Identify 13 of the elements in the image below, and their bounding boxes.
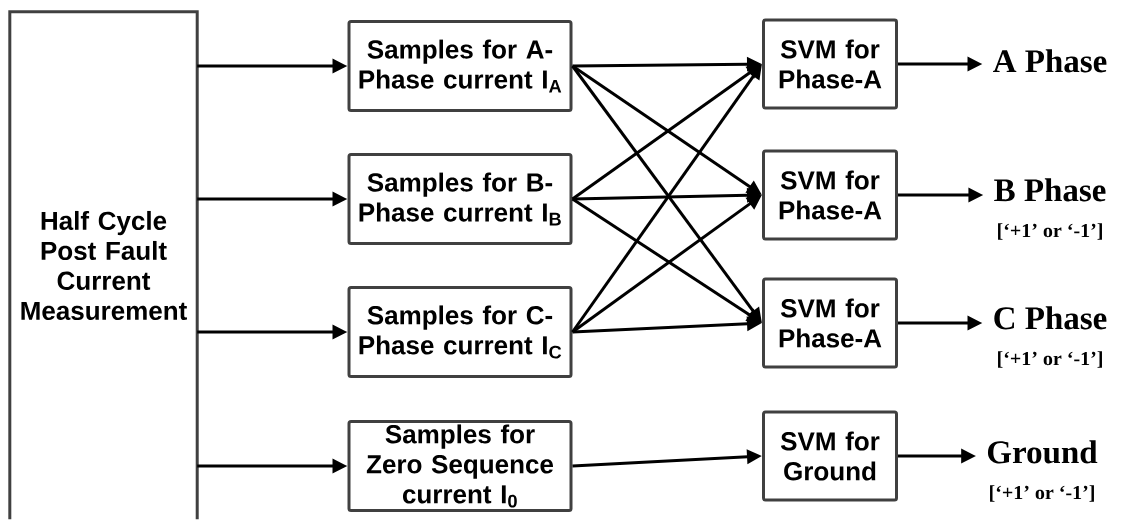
output-label: B Phase [‘+1’ or ‘-1’] — [994, 178, 1106, 240]
process-box: SVM for Phase-A — [762, 149, 898, 241]
output-label: A Phase — [993, 49, 1107, 73]
process-box: SVM for Phase-A — [762, 277, 898, 369]
output-label: C Phase [‘+1’ or ‘-1’] — [994, 306, 1107, 368]
process-box: Samples for B- Phase current I$_{B}$ — [347, 153, 573, 245]
process-box: Samples for Zero Sequence current I$_{0}$ — [347, 420, 573, 512]
output-label: Ground [‘+1’ or ‘-1’] — [988, 440, 1098, 502]
process-box: Samples for C- Phase current I$_{C}$ — [347, 286, 573, 378]
process-box: SVM for Ground — [762, 410, 898, 502]
process-box: Samples for A- Phase current I$_{A}$ — [347, 20, 573, 112]
measurement-box: Half Cycle Post Fault Current Measurement — [8, 10, 199, 520]
process-box: SVM for Phase-A — [762, 18, 898, 110]
